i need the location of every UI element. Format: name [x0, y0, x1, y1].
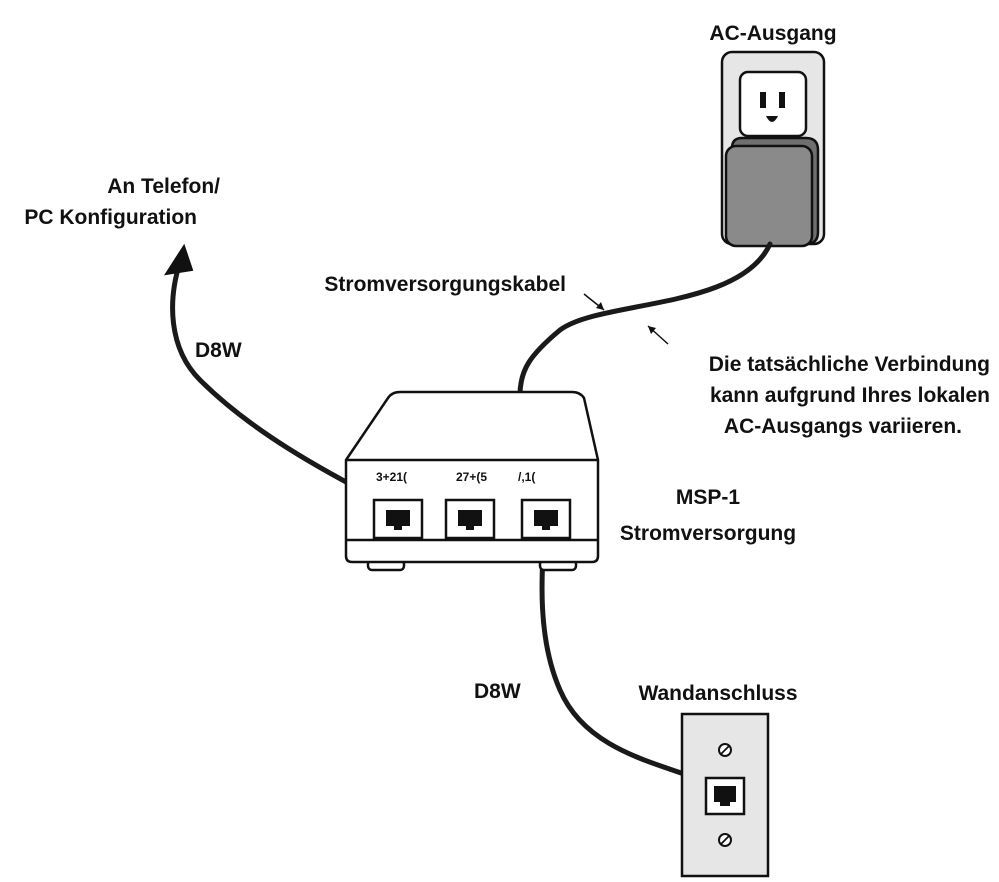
d8w-label-bottom: D8W	[474, 680, 521, 703]
port-other	[444, 498, 496, 540]
to-phone-label-line2: PC Konfiguration	[24, 206, 197, 229]
port-phone	[372, 498, 424, 540]
note-line2: kann aufgrund Ihres lokalen	[710, 384, 990, 407]
note-pointer	[647, 325, 669, 345]
device-label-line2: Stromversorgung	[620, 522, 796, 545]
phone-cable	[170, 259, 403, 513]
to-phone-label-line1: An Telefon/	[107, 175, 220, 198]
port-label-phone: 3+21(	[376, 470, 407, 484]
note-line3: AC-Ausgangs variieren.	[724, 415, 962, 438]
wall-jack-label: Wandanschluss	[638, 682, 797, 705]
ac-outlet-label: AC-Ausgang	[709, 22, 836, 45]
port-label-other: 27+(5	[456, 470, 487, 484]
power-cable-label: Stromversorgungskabel	[324, 273, 566, 296]
power-cable	[517, 241, 773, 398]
power-adapter-icon	[724, 136, 820, 248]
line-cable	[539, 509, 725, 793]
d8w-label-top: D8W	[195, 339, 242, 362]
wall-jack-icon	[680, 712, 770, 878]
port-line	[520, 498, 572, 540]
note-line1: Die tatsächliche Verbindung	[709, 353, 990, 376]
arrowhead-icon	[163, 243, 194, 276]
port-label-line: /,1(	[518, 470, 535, 484]
device-label-line1: MSP-1	[676, 486, 741, 509]
power-cable-pointer	[583, 293, 605, 311]
